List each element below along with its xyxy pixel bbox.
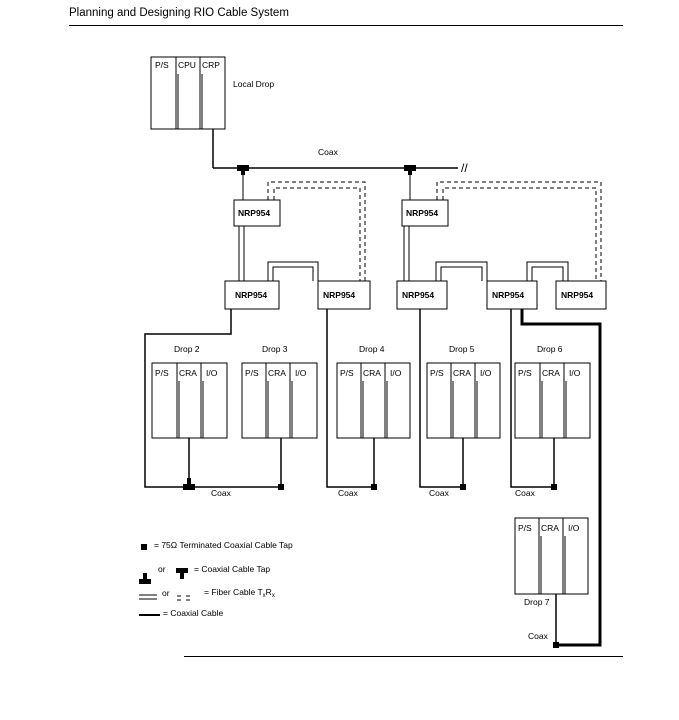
drop-rack-7: P/S CRA I/O	[514, 517, 589, 595]
svg-text:I/O: I/O	[206, 368, 218, 378]
local-drop-label: Local Drop	[233, 79, 274, 89]
svg-text:NRP954: NRP954	[323, 290, 355, 300]
terminated-tap-symbol	[141, 544, 147, 550]
local-drop-slot-cpu: CPU	[178, 60, 196, 70]
svg-text:I/O: I/O	[480, 368, 492, 378]
legend-or-2: or	[162, 588, 170, 598]
svg-text:NRP954: NRP954	[492, 290, 524, 300]
footer-rule	[184, 656, 623, 657]
drop-rack-5: P/S CRA I/O	[426, 362, 501, 439]
trunk-coax-cable	[212, 129, 458, 175]
drop-7-label: Drop 7	[524, 597, 550, 607]
nrp-module-left-top: NRP954	[233, 199, 281, 227]
page-header-title: Planning and Designing RIO Cable System	[69, 7, 289, 19]
svg-text:P/S: P/S	[245, 368, 259, 378]
legend-terminated-tap: = 75Ω Terminated Coaxial Cable Tap	[154, 540, 293, 550]
fiber-cables-dashed	[267, 181, 602, 281]
svg-text:I/O: I/O	[390, 368, 402, 378]
drop-6-label: Drop 6	[537, 344, 563, 354]
coax-label-drop-2-3: Coax	[211, 488, 232, 498]
svg-text:CRA: CRA	[179, 368, 197, 378]
svg-text:P/S: P/S	[518, 368, 532, 378]
drop-4-label: Drop 4	[359, 344, 385, 354]
svg-text:CRA: CRA	[541, 523, 559, 533]
drop-3-label: Drop 3	[262, 344, 288, 354]
svg-text:P/S: P/S	[518, 523, 532, 533]
coax-tap-symbols	[139, 568, 188, 584]
svg-text:CRA: CRA	[453, 368, 471, 378]
svg-text:P/S: P/S	[155, 368, 169, 378]
drop-rack-6: P/S CRA I/O	[514, 362, 591, 439]
legend-or-1: or	[158, 564, 166, 574]
legend-coax-tap: = Coaxial Cable Tap	[194, 564, 270, 574]
coax-label-drop-7: Coax	[528, 631, 549, 641]
nrp-module-right-a: NRP954	[396, 280, 448, 310]
svg-text:CRA: CRA	[268, 368, 286, 378]
drop-rack-3: P/S CRA I/O	[241, 362, 318, 439]
nrp-module-left-a: NRP954	[224, 280, 280, 310]
svg-text:NRP954: NRP954	[561, 290, 593, 300]
svg-text:NRP954: NRP954	[235, 290, 267, 300]
legend: = 75Ω Terminated Coaxial Cable Tap or = …	[139, 540, 293, 618]
drop-5-label: Drop 5	[449, 344, 475, 354]
header-rule	[69, 25, 623, 26]
local-drop-rack: P/S CPU CRP	[150, 56, 226, 130]
coax-taps	[183, 478, 559, 648]
local-drop-slot-crp: CRP	[202, 60, 220, 70]
coax-label-drop-5: Coax	[429, 488, 450, 498]
fiber-cables-solid	[238, 226, 569, 281]
tap-drop-cables	[242, 175, 411, 200]
nrp-module-right-c: NRP954	[555, 280, 607, 310]
trunk-coax-label: Coax	[318, 147, 339, 157]
coax-label-drop-4: Coax	[338, 488, 359, 498]
coax-label-drop-6: Coax	[515, 488, 536, 498]
svg-text:I/O: I/O	[295, 368, 307, 378]
nrp-module-left-b: NRP954	[317, 280, 371, 310]
svg-text:CRA: CRA	[363, 368, 381, 378]
nrp-module-right-b: NRP954	[486, 280, 538, 310]
svg-text:NRP954: NRP954	[402, 290, 434, 300]
svg-text:NRP954: NRP954	[238, 208, 270, 218]
legend-coaxial-cable: = Coaxial Cable	[163, 608, 224, 618]
svg-text:P/S: P/S	[340, 368, 354, 378]
local-drop-slot-ps: P/S	[155, 60, 169, 70]
legend-fiber-cable: = Fiber Cable TxRx	[204, 587, 275, 599]
nrp-module-right-top: NRP954	[401, 199, 449, 227]
drop-rack-4: P/S CRA I/O	[336, 362, 411, 439]
svg-text:P/S: P/S	[430, 368, 444, 378]
fiber-cable-symbols	[139, 594, 190, 601]
drop-rack-2: P/S CRA I/O	[151, 362, 228, 439]
svg-text:I/O: I/O	[568, 523, 580, 533]
svg-text:I/O: I/O	[569, 368, 581, 378]
drop-2-label: Drop 2	[174, 344, 200, 354]
svg-text:NRP954: NRP954	[406, 208, 438, 218]
trunk-break-mark: //	[461, 161, 468, 175]
coax-run-drop-7	[520, 309, 602, 647]
svg-text:CRA: CRA	[542, 368, 560, 378]
